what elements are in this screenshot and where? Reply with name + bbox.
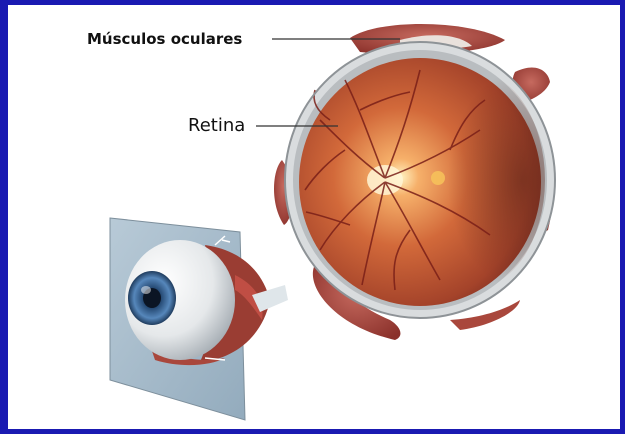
eyeball-cross-section: [285, 42, 555, 318]
retina-shadow: [395, 70, 545, 290]
macula: [431, 171, 445, 185]
eye-inset: [110, 218, 288, 420]
label-retina: Retina: [188, 115, 245, 136]
inset-highlight: [141, 286, 151, 294]
label-muscles: Músculos oculares: [87, 30, 242, 48]
optic-disc: [367, 165, 403, 195]
